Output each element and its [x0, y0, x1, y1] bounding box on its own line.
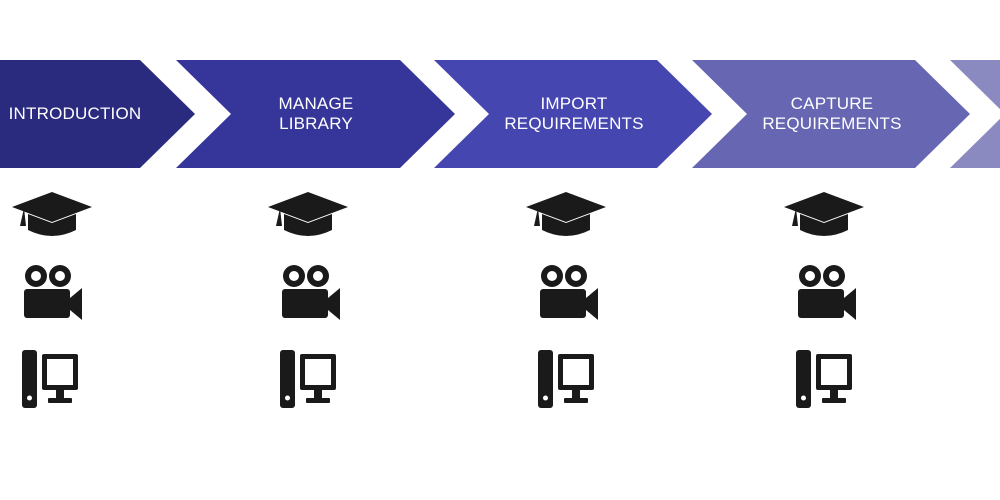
graduation-cap-icon — [526, 192, 606, 242]
chevron-step-5 — [950, 60, 1000, 168]
step-label-capture-requirements: CAPTURE REQUIREMENTS — [748, 60, 916, 168]
desktop-computer-icon — [280, 350, 336, 408]
step-4-line1: CAPTURE — [790, 94, 874, 113]
step-2-line1: MANAGE — [278, 94, 354, 113]
video-camera-icon — [538, 264, 598, 322]
desktop-computer-icon — [538, 350, 594, 408]
desktop-computer-icon — [796, 350, 852, 408]
step-3-line2: REQUIREMENTS — [504, 114, 644, 133]
step-label-manage-library: MANAGE LIBRARY — [232, 60, 400, 168]
graduation-cap-icon — [268, 192, 348, 242]
chevron-step-4 — [692, 60, 970, 168]
video-camera-icon — [22, 264, 82, 322]
step-3-line1: IMPORT — [540, 94, 608, 113]
video-camera-icon — [280, 264, 340, 322]
desktop-computer-icon — [22, 350, 78, 408]
graduation-cap-icon — [784, 192, 864, 242]
step-4-line2: REQUIREMENTS — [762, 114, 902, 133]
step-1-line1: INTRODUCTION — [8, 104, 142, 123]
chevron-step-3 — [434, 60, 712, 168]
step-label-introduction: INTRODUCTION — [0, 60, 150, 168]
step-label-import-requirements: IMPORT REQUIREMENTS — [490, 60, 658, 168]
graduation-cap-icon — [12, 192, 92, 242]
chevron-step-1 — [0, 60, 195, 168]
video-camera-icon — [796, 264, 856, 322]
chevron-step-2 — [176, 60, 455, 168]
step-2-line2: LIBRARY — [279, 114, 353, 133]
